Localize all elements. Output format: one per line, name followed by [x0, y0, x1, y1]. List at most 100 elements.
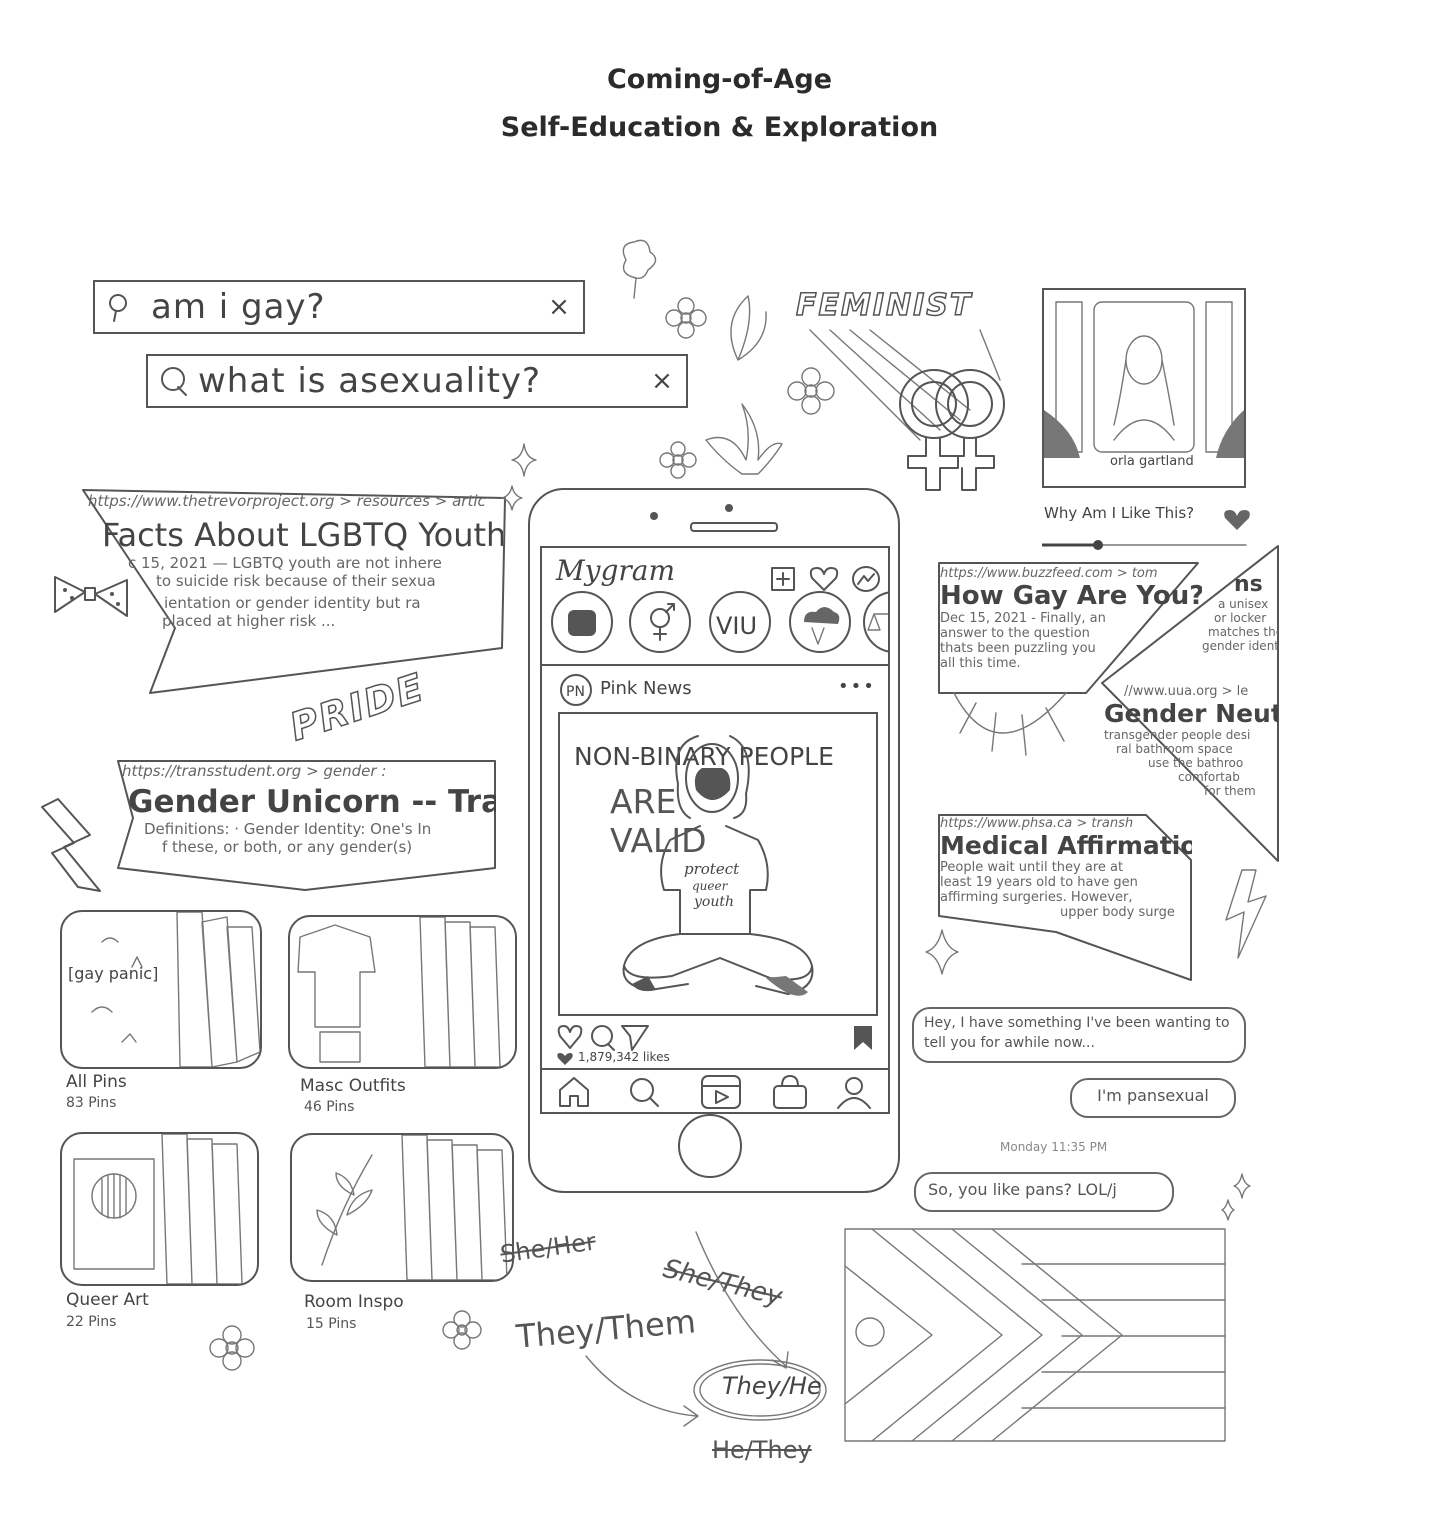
- reels-icon[interactable]: [701, 1075, 741, 1109]
- like-icon[interactable]: [557, 1025, 583, 1049]
- article-headline[interactable]: Gender Unicorn -- Trans: [128, 784, 496, 820]
- pin-label[interactable]: Queer Art: [66, 1290, 149, 1310]
- article-body-2: answer to the question: [940, 626, 1090, 641]
- post-actions: [557, 1025, 872, 1051]
- phone-home-button[interactable]: [678, 1114, 742, 1178]
- article-body-2: ral bathroom space: [1116, 742, 1233, 756]
- search-query: what is asexuality?: [198, 361, 542, 401]
- divider: [542, 664, 888, 666]
- phsa-article[interactable]: https://www.phsa.ca > transh Medical Aff…: [940, 816, 1192, 920]
- pin-board-queer-art[interactable]: [60, 1132, 259, 1286]
- feminist-rays: [809, 329, 1001, 441]
- sparkle-icon: [1221, 1173, 1251, 1221]
- article-url[interactable]: https://www.phsa.ca > transh: [940, 816, 1134, 831]
- search-icon: [109, 294, 127, 322]
- flower-doodle-icon: [622, 239, 657, 299]
- uua-fragment: ns a unisex or locker matches the gender…: [1200, 572, 1278, 653]
- article-body-1: transgender people desi: [1104, 728, 1251, 742]
- flower-icon: [665, 297, 707, 339]
- search-bar-asexuality[interactable]: what is asexuality? ×: [146, 354, 688, 408]
- article-url[interactable]: //www.uua.org > le: [1124, 684, 1249, 699]
- article-body-2: f these, or both, or any gender(s): [162, 838, 413, 856]
- svg-text:protect: protect: [684, 860, 740, 878]
- clear-search-icon[interactable]: ×: [548, 292, 570, 322]
- post-image[interactable]: NON-BINARY PEOPLE ARE VALID protect quee…: [558, 712, 878, 1016]
- sparkle-icon: [501, 443, 537, 511]
- uua-article[interactable]: //www.uua.org > le Gender Neutr transgen…: [1104, 684, 1278, 798]
- app-header-icons: [771, 566, 880, 592]
- trevor-article[interactable]: https://www.thetrevorproject.org > resou…: [88, 492, 503, 630]
- article-body-1: People wait until they are at: [940, 860, 1124, 875]
- article-body-4: all this time.: [940, 656, 1021, 671]
- story-weather-icon[interactable]: [789, 591, 851, 653]
- phone-sensor: [725, 504, 733, 512]
- search-bar-gay[interactable]: am i gay? ×: [93, 280, 585, 334]
- post-avatar[interactable]: PN: [558, 672, 594, 708]
- pin-label[interactable]: All Pins: [66, 1072, 127, 1092]
- pin-count: 15 Pins: [306, 1316, 357, 1332]
- article-url[interactable]: https://www.thetrevorproject.org > resou…: [88, 492, 486, 510]
- article-body-5: for them: [1204, 784, 1256, 798]
- stories-row: [551, 591, 890, 653]
- flower-icon: [209, 1325, 255, 1371]
- pin-board-collage: [73, 1134, 243, 1284]
- flower-icon: [442, 1310, 482, 1350]
- article-headline[interactable]: Gender Neutr: [1104, 699, 1278, 728]
- message-bubble-received: Hey, I have something I've been wanting …: [912, 1007, 1246, 1063]
- transstudent-article[interactable]: https://transstudent.org > gender : Gend…: [122, 762, 496, 856]
- lightning-bolt-icon: [1225, 869, 1267, 959]
- add-post-icon[interactable]: [771, 567, 795, 591]
- post-more-icon[interactable]: •••: [838, 676, 876, 697]
- search-query: am i gay?: [151, 287, 326, 327]
- artist-name: orla gartland: [1110, 454, 1194, 469]
- post-text-line1: NON-BINARY PEOPLE: [574, 742, 834, 771]
- article-headline[interactable]: Facts About LGBTQ Youth S: [102, 516, 503, 554]
- story-scales-icon[interactable]: [863, 591, 890, 653]
- share-icon[interactable]: [621, 1025, 649, 1051]
- pin-board-collage: [297, 917, 501, 1067]
- song-progress-bar[interactable]: [1040, 538, 1250, 552]
- album-art-card[interactable]: orla gartland: [1042, 288, 1246, 488]
- trevor-banner-shape: [82, 489, 506, 694]
- fragment-line: matches the: [1208, 625, 1278, 639]
- pronoun-arrow: [585, 1355, 699, 1427]
- lily-flower-icon: [705, 403, 783, 475]
- pin-board-masc[interactable]: [288, 915, 517, 1069]
- story-gender-symbol-icon[interactable]: [629, 591, 691, 653]
- shop-icon[interactable]: [773, 1075, 807, 1109]
- story-fist-icon[interactable]: [551, 591, 613, 653]
- search-nav-icon[interactable]: [630, 1078, 659, 1107]
- article-url[interactable]: https://www.buzzfeed.com > tom: [940, 566, 1158, 581]
- pin-label[interactable]: Masc Outfits: [300, 1076, 406, 1096]
- pin-board-all[interactable]: [gay panic]: [60, 910, 262, 1069]
- pin-label[interactable]: Room Inspo: [304, 1292, 404, 1312]
- heart-icon[interactable]: [809, 567, 839, 591]
- buzzfeed-article[interactable]: https://www.buzzfeed.com > tom How Gay A…: [940, 566, 1202, 671]
- article-headline[interactable]: Medical Affirmation &: [940, 831, 1192, 860]
- profile-icon[interactable]: [837, 1077, 871, 1109]
- message-timestamp: Monday 11:35 PM: [1000, 1140, 1108, 1154]
- pronoun-chosen: They/He: [722, 1372, 822, 1400]
- album-art: [1044, 301, 1244, 458]
- heart-filled-icon[interactable]: [1222, 508, 1252, 532]
- phone-screen: Mygram VIU PN Pink News ••• NON-BINARY P…: [540, 546, 890, 1114]
- comment-icon[interactable]: [591, 1025, 615, 1051]
- home-icon[interactable]: [559, 1077, 589, 1107]
- clear-search-icon[interactable]: ×: [651, 366, 673, 396]
- bookmark-icon[interactable]: [854, 1026, 872, 1050]
- article-body-1: c 15, 2021 — LGBTQ youth are not inhere: [128, 554, 442, 572]
- svg-text:PN: PN: [566, 684, 585, 700]
- venus-symbols-icon: [899, 369, 1005, 491]
- post-account-name[interactable]: Pink News: [600, 678, 692, 699]
- story-viu[interactable]: [709, 591, 771, 653]
- article-url[interactable]: https://transstudent.org > gender :: [122, 762, 387, 780]
- svg-text:queer: queer: [692, 879, 729, 893]
- phone-camera: [650, 512, 658, 520]
- article-body-3: use the bathroo: [1148, 756, 1244, 770]
- pin-board-room[interactable]: [290, 1133, 514, 1282]
- messenger-icon[interactable]: [852, 566, 880, 592]
- transstudent-banner-shape: [117, 760, 496, 891]
- flower-icon: [659, 441, 697, 479]
- page-title-line2: Self-Education & Exploration: [500, 112, 939, 143]
- article-headline[interactable]: How Gay Are You?: [940, 581, 1202, 611]
